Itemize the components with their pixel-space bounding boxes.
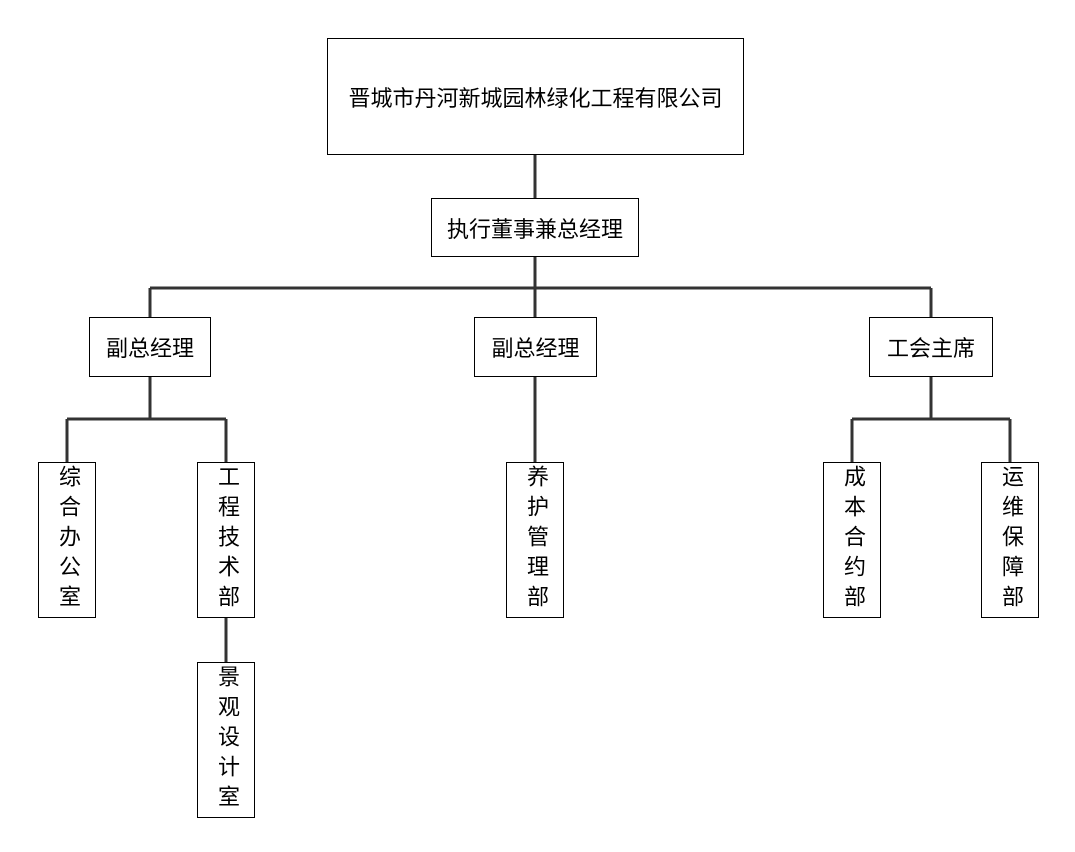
- operations-label: 运维保障部: [998, 465, 1023, 615]
- vice-gm-left-title: 副总经理: [105, 337, 194, 362]
- vice-gm-middle-box: 副总经理: [474, 317, 597, 377]
- maintenance-box: 养护管理部: [506, 462, 564, 618]
- maintenance-label: 养护管理部: [523, 465, 548, 615]
- executive-box: 执行董事兼总经理: [431, 198, 639, 257]
- general-office-box: 综合办公室: [38, 462, 96, 618]
- union-chair-box: 工会主席: [869, 317, 993, 377]
- engineering-tech-box: 工程技术部: [197, 462, 255, 618]
- operations-box: 运维保障部: [981, 462, 1039, 618]
- landscape-design-label: 景观设计室: [214, 665, 239, 815]
- cost-contract-label: 成本合约部: [840, 465, 865, 615]
- executive-title: 执行董事兼总经理: [446, 217, 623, 243]
- engineering-tech-label: 工程技术部: [214, 465, 239, 615]
- cost-contract-box: 成本合约部: [823, 462, 881, 618]
- landscape-design-box: 景观设计室: [197, 662, 255, 818]
- company-box: 晋城市丹河新城园林绿化工程有限公司: [327, 38, 744, 155]
- general-office-label: 综合办公室: [55, 465, 80, 615]
- union-chair-title: 工会主席: [886, 337, 975, 362]
- company-name: 晋城市丹河新城园林绿化工程有限公司: [348, 86, 723, 112]
- vice-gm-left-box: 副总经理: [89, 317, 211, 377]
- vice-gm-middle-title: 副总经理: [491, 337, 580, 362]
